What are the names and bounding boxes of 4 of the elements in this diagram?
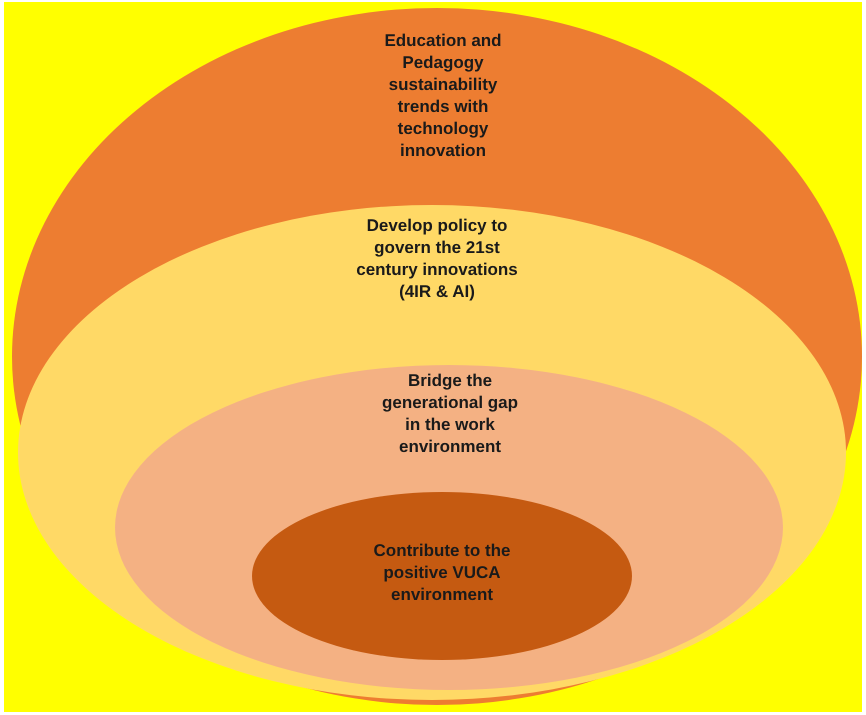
layer-label: Education and Pedagogy sustainability trends with technology innovation [383, 30, 503, 162]
layer-label: Bridge the generational gap in the work environment [380, 370, 520, 458]
layer-label: Contribute to the positive VUCA environment [372, 540, 512, 606]
layer-label: Develop policy to govern the 21st century innovations (4IR & AI) [355, 215, 519, 303]
